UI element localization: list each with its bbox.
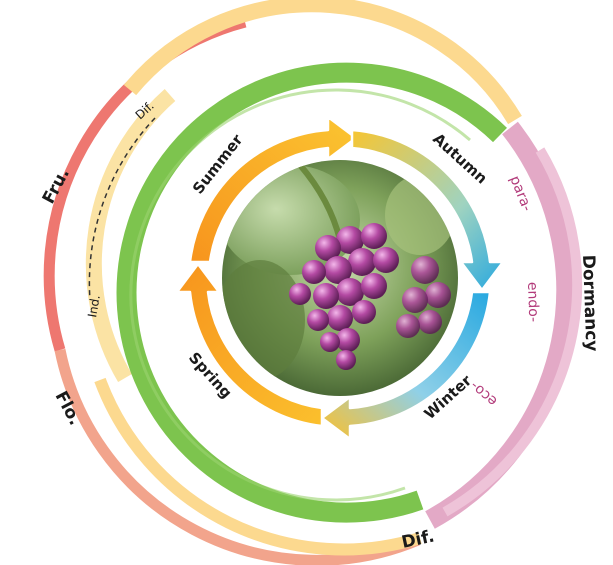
dormancy-stage-endo: endo-: [524, 282, 541, 323]
phase-label-flowering: Flo.: [51, 388, 85, 429]
growth-arc-inner-edge: [129, 88, 471, 502]
outer-yellow-arc-top: [123, 0, 522, 125]
differentiation-dashed-line: [88, 117, 156, 301]
spring-arrow: [175, 262, 324, 428]
season-arrows: [175, 115, 505, 441]
phase-label-differentiation-outer: Dif.: [400, 526, 436, 552]
phase-label-dormancy: Dormancy: [578, 254, 601, 351]
dormancy-stage-para: para-: [506, 174, 535, 214]
dormancy-arc-inner: [442, 147, 583, 517]
outer-yellow-arc-bottom: [94, 377, 422, 556]
growth-arc: [116, 62, 507, 523]
phase-label-induction: Ind.: [85, 294, 103, 319]
induction-band: [85, 89, 176, 383]
autumn-arrow: [350, 128, 505, 292]
summer-arrow: [188, 115, 358, 264]
flowering-arc: [54, 348, 421, 565]
grape-cluster-image: [222, 160, 458, 396]
